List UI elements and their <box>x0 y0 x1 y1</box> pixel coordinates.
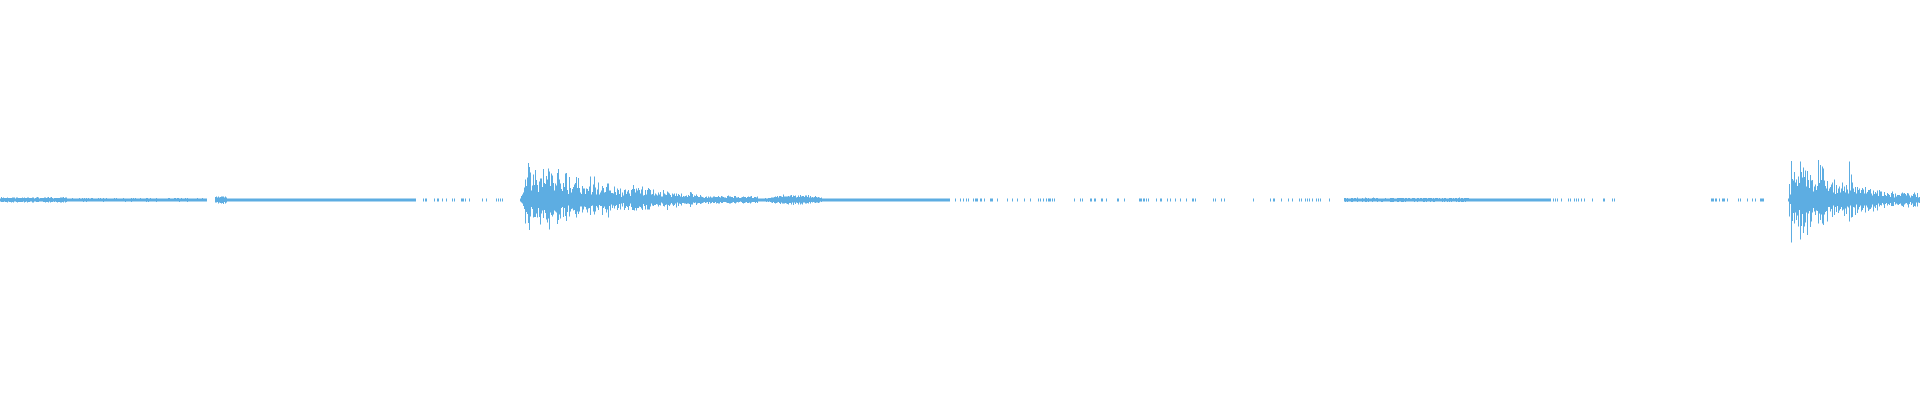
waveform-bars <box>0 160 1920 243</box>
